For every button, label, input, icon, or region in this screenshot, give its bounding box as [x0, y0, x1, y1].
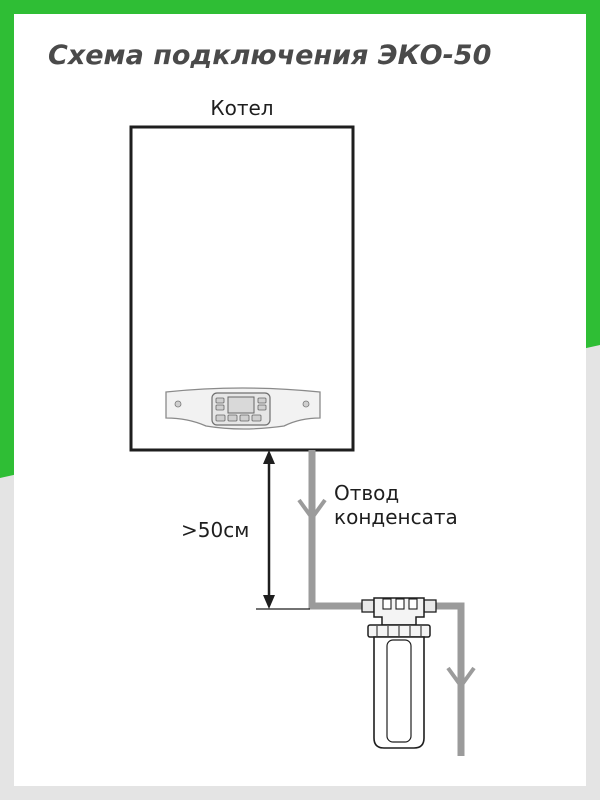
drain-label-line1: Отвод	[334, 481, 399, 505]
distance-label: >50см	[181, 518, 249, 542]
page-title: Схема подключения ЭКО-50	[48, 40, 491, 71]
condensate-pipe	[308, 450, 465, 756]
double-arrow-icon	[256, 450, 310, 610]
boiler-icon	[129, 125, 355, 452]
arrow-down-icon	[297, 498, 327, 522]
arrow-down-icon	[446, 666, 476, 690]
filter-housing-icon	[361, 597, 437, 749]
boiler-label: Котел	[210, 96, 273, 120]
control-panel-icon	[165, 387, 321, 430]
drain-label-line2: конденсата	[334, 505, 458, 529]
